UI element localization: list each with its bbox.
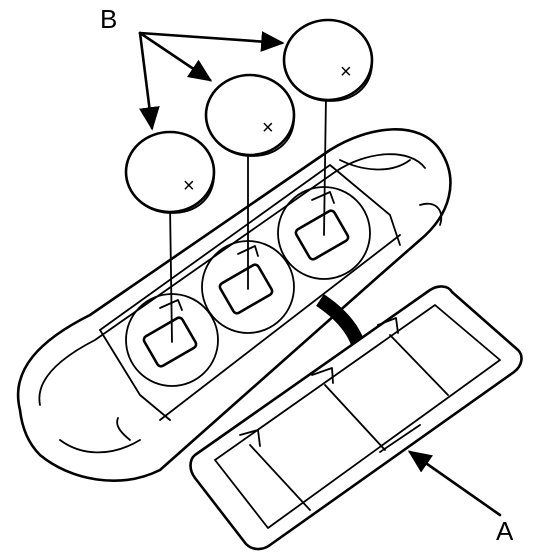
remote-body [16, 128, 452, 482]
battery-1: × [124, 130, 216, 343]
battery-3: × [282, 18, 374, 236]
label-b: B [100, 4, 118, 34]
label-a: A [496, 516, 514, 546]
polarity-mark-1: × [183, 175, 195, 197]
polarity-mark-2: × [262, 117, 274, 139]
battery-2: × [204, 73, 296, 290]
polarity-mark-3: × [340, 61, 352, 83]
label-b-leaders [138, 31, 285, 131]
battery-cover [189, 285, 523, 551]
label-a-leader [407, 450, 502, 517]
